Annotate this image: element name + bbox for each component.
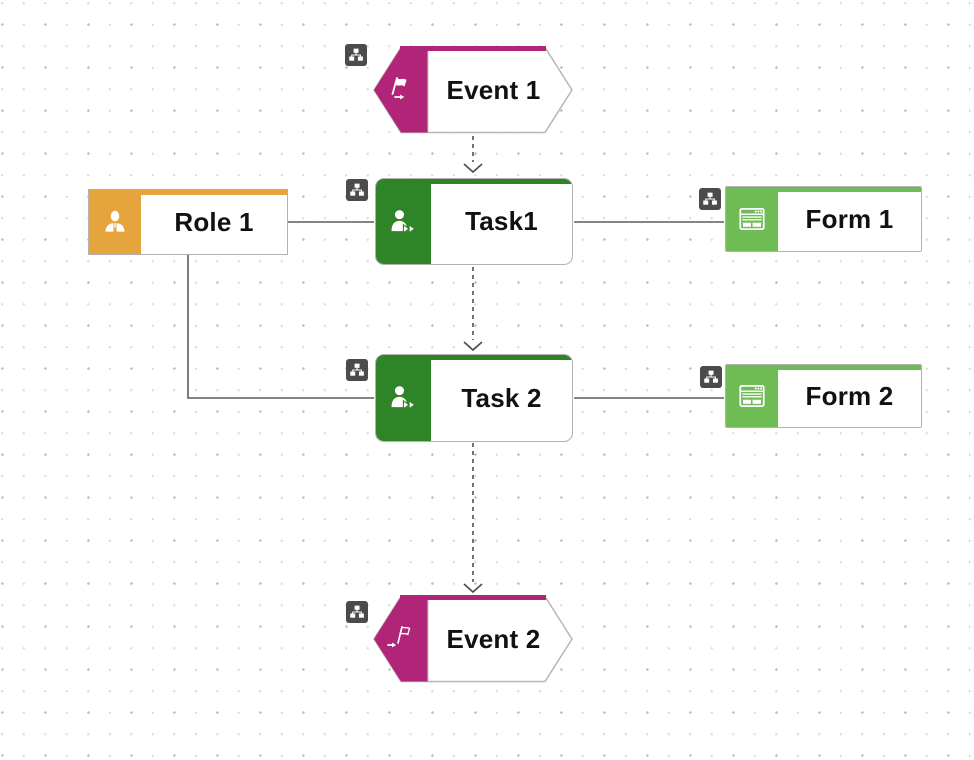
node-form-1[interactable]: Form 1 [725,186,922,252]
org-chart-icon[interactable] [346,179,368,201]
task-icon-band [376,179,431,264]
connector-event1-task1[interactable] [463,136,483,174]
node-label: Form 2 [805,380,894,411]
person-icon [105,210,125,232]
event-hexagon-shape [373,595,573,683]
node-label: Role 1 [174,206,254,237]
connector-task2-event2[interactable] [463,443,483,594]
node-event-2[interactable]: Event 2 [373,595,573,683]
org-chart-icon[interactable] [700,366,722,388]
connector-task1-task2[interactable] [463,267,483,352]
form-window-icon [739,385,765,407]
form-top-accent [726,365,921,370]
org-chart-glyph [350,183,364,196]
node-task-2[interactable]: Task 2 [375,354,573,442]
form-icon-band [726,187,778,251]
node-task-1[interactable]: Task1 [375,178,573,265]
org-chart-icon[interactable] [346,601,368,623]
form-top-accent [726,187,921,192]
task-top-accent [376,179,572,184]
org-chart-glyph [704,370,718,383]
node-form-2[interactable]: Form 2 [725,364,922,428]
node-label: Event 2 [446,623,541,654]
org-chart-glyph [349,48,363,61]
node-label: Event 1 [446,74,541,105]
org-chart-glyph [703,192,717,205]
form-icon-band [726,365,778,427]
flag-end-icon [387,625,411,648]
event-hexagon-shape [373,46,573,134]
node-label: Task 2 [461,382,542,413]
node-label: Form 1 [805,203,894,234]
org-chart-icon[interactable] [699,188,721,210]
task-icon-band [376,355,431,441]
form-window-icon [739,208,765,230]
node-event-1[interactable]: Event 1 [373,46,573,134]
role-icon-band [89,190,141,254]
org-chart-glyph [350,605,364,618]
org-chart-icon[interactable] [345,44,367,66]
org-chart-icon[interactable] [346,359,368,381]
org-chart-glyph [350,363,364,376]
node-role-1[interactable]: Role 1 [88,189,288,255]
task-top-accent [376,355,572,360]
user-task-icon [391,209,416,234]
flag-start-icon [391,77,407,100]
user-task-icon [391,386,416,410]
role-top-accent [89,190,287,195]
node-label: Task1 [465,206,538,236]
